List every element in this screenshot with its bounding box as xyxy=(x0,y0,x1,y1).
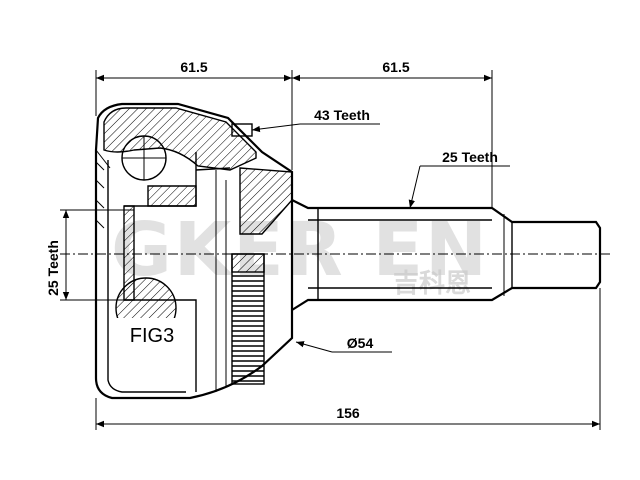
callout-shaft-spline: 25 Teeth xyxy=(442,149,498,165)
dimension-top-right: 61.5 xyxy=(382,59,409,75)
dimension-top xyxy=(95,70,493,208)
upper-ball xyxy=(121,135,167,181)
stub-shaft xyxy=(291,199,602,311)
cage-hatch-right xyxy=(239,167,293,235)
watermark-chinese: 吉科恩 xyxy=(393,269,471,299)
callout-43-teeth xyxy=(251,123,380,133)
callout-diameter xyxy=(295,341,392,353)
fig-label-box xyxy=(116,318,190,346)
dimension-top-left: 61.5 xyxy=(180,59,207,75)
dimension-overall-length: 156 xyxy=(336,405,360,421)
callout-inner-spline: 25 Teeth xyxy=(45,240,61,296)
watermark-latin: GKER EN xyxy=(111,207,489,293)
callout-outer-teeth: 43 Teeth xyxy=(314,107,370,123)
dimension-outer-diameter: Ø54 xyxy=(347,335,374,351)
watermark: GKER EN 吉科恩 xyxy=(111,207,489,299)
abs-tone-ring xyxy=(231,253,265,385)
cage-hatch-left xyxy=(147,185,197,207)
section-label: FIG3 xyxy=(130,325,174,347)
dimension-overall xyxy=(95,288,601,430)
callout-inner-25-teeth xyxy=(60,209,134,301)
callout-shaft-25-teeth xyxy=(408,165,510,209)
upper-hatched-section xyxy=(103,107,257,171)
inner-race-strip xyxy=(123,205,135,301)
